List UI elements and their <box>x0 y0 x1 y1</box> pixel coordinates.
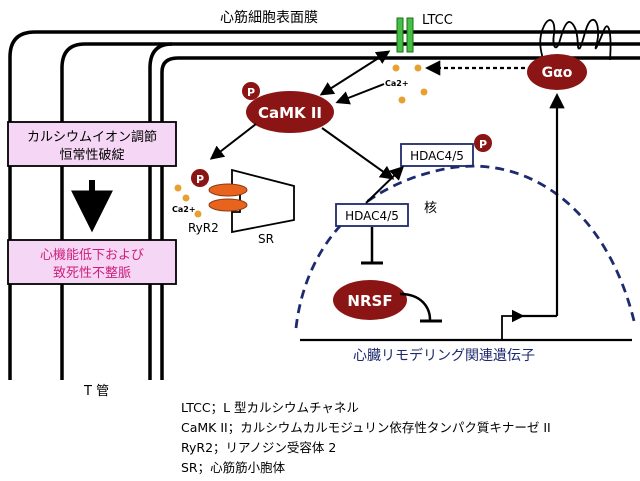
remodeling-label: 心臓リモデリング関連遺伝子 <box>353 347 535 364</box>
box2-line2: 致死性不整脈 <box>53 266 131 281</box>
phospho-icon-hdac <box>474 134 492 152</box>
galpha-label: Gαo <box>542 65 573 81</box>
p-label-hdac: P <box>479 138 487 151</box>
p-label-ryr: P <box>196 173 204 186</box>
calcium-homeostasis-box <box>7 121 177 167</box>
arrow-camk-hdac <box>321 127 395 180</box>
phospho-icon-ryr <box>191 169 209 187</box>
cardiac-dysfunction-box <box>7 239 177 285</box>
legend-camk: CaMK II；カルシウムカルモジュリン依存性タンパク質キナーゼ II <box>181 420 551 435</box>
camk-node <box>246 91 334 133</box>
ca-dots-ryr <box>174 184 202 218</box>
ca-dots-ltcc <box>392 64 428 104</box>
legend: LTCC；L 型カルシウムチャネル CaMK II；カルシウムカルモジュリン依存… <box>181 398 621 478</box>
ca-label-ryr: Ca2+ <box>172 205 196 214</box>
camk-label: CaMK II <box>258 104 322 122</box>
hdac-top-box <box>400 143 474 167</box>
box1-line1: カルシウムイオン調節 <box>27 130 157 145</box>
box2-line1: 心機能低下および <box>40 248 144 263</box>
box1-line2: 恒常性破綻 <box>59 148 124 163</box>
nrsf-node <box>333 280 407 320</box>
ltcc-label: LTCC <box>422 13 453 28</box>
galpha-node <box>527 54 587 90</box>
ca-label-ltcc: Ca2+ <box>385 79 409 88</box>
p-label-camk: P <box>247 86 255 99</box>
t-tubule-right-inner <box>160 56 640 380</box>
t-tubule-label: T 管 <box>83 384 109 399</box>
legend-ltcc: LTCC；L 型カルシウムチャネル <box>181 400 359 415</box>
promoter-arrow <box>501 309 525 340</box>
membrane-label: 心筋細胞表面膜 <box>220 9 318 26</box>
legend-ryr2: RyR2；リアノジン受容体 2 <box>181 440 337 455</box>
t-tubule-right-outer <box>148 42 173 380</box>
hdac-mid-label: HDAC4/5 <box>345 209 399 223</box>
nrsf-label: NRSF <box>347 292 392 310</box>
cell-membrane-inner <box>60 42 640 380</box>
ryr2-lower <box>208 198 248 212</box>
hdac-mid-box <box>335 203 409 227</box>
nuclear-envelope <box>294 164 637 329</box>
arrow-camk-ryr <box>209 123 257 160</box>
ryr2-label: RyR2 <box>188 221 219 235</box>
nrsf-inhibit-line <box>399 292 432 321</box>
sr-label: SR <box>258 232 274 246</box>
arrow-hdac-export <box>365 166 405 204</box>
nucleus-label: 核 <box>424 201 437 216</box>
ryr2-upper <box>208 183 248 197</box>
receptor-loops-icon <box>539 19 612 63</box>
phospho-icon-camk <box>242 82 260 100</box>
arrow-ca-camk <box>335 83 385 105</box>
arrow-camk-ltcc <box>319 50 391 96</box>
legend-sr: SR；心筋筋小胞体 <box>181 460 286 475</box>
cell-membrane-outer <box>8 30 640 380</box>
hdac-top-label: HDAC4/5 <box>410 149 464 163</box>
ltcc-channel <box>396 17 414 53</box>
